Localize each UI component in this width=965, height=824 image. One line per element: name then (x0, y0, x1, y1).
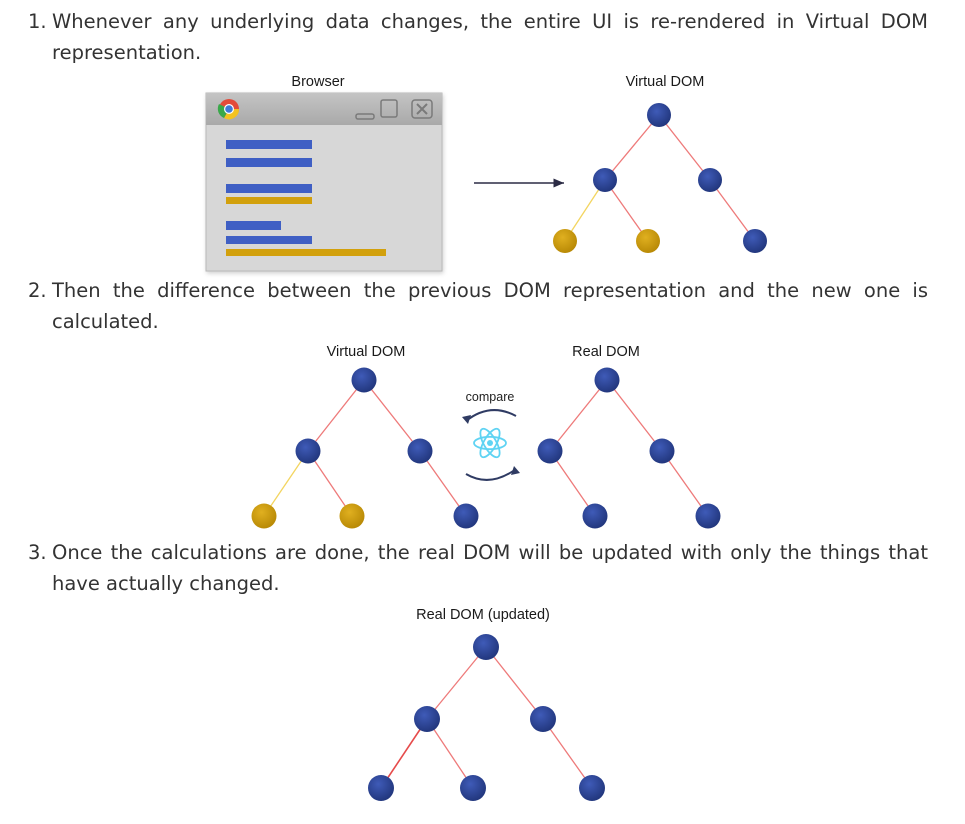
tree-node (295, 438, 321, 464)
real-dom-updated-label: Real DOM (updated) (416, 607, 550, 623)
real-dom-tree (537, 367, 721, 529)
chrome-icon (217, 99, 240, 120)
step-3: 3. Once the calculations are done, the r… (28, 537, 928, 599)
tree-node-changed (251, 503, 277, 529)
window-controls (355, 99, 433, 120)
tree-node (582, 503, 608, 529)
step-2-number: 2. (28, 279, 47, 302)
tree-node (695, 503, 721, 529)
tree-node (407, 438, 433, 464)
virtual-dom-label: Virtual DOM (327, 344, 406, 360)
close-icon (411, 99, 433, 119)
figure-2: Virtual DOM Real DOM compare (251, 344, 721, 529)
tree-node (453, 503, 479, 529)
browser-content-bars (226, 140, 386, 256)
tree-node (743, 229, 767, 253)
step-3-text: Once the calculations are done, the real… (52, 541, 928, 595)
figure-1: Browser Virtual DOM (205, 74, 767, 272)
step-3-number: 3. (28, 541, 47, 564)
step-1: 1. Whenever any underlying data changes,… (28, 6, 928, 68)
tree-node (414, 706, 440, 732)
compare-label: compare (466, 390, 515, 404)
step-2-text: Then the difference between the previous… (52, 279, 928, 333)
step-1-text: Whenever any underlying data changes, th… (52, 10, 928, 64)
compare-arrows-icon (462, 409, 520, 481)
tree-node (649, 438, 675, 464)
tree-node-changed (636, 229, 660, 253)
minimize-icon (355, 113, 375, 120)
virtual-dom-label: Virtual DOM (626, 74, 705, 90)
virtual-dom-tree (553, 103, 767, 253)
tree-node (579, 775, 605, 801)
tree-node (530, 706, 556, 732)
tree-node (698, 168, 722, 192)
step-2: 2. Then the difference between the previ… (28, 275, 928, 337)
react-logo-icon (473, 427, 507, 459)
real-dom-updated-tree (368, 634, 605, 801)
tree-node (537, 438, 563, 464)
tree-node (368, 775, 394, 801)
tree-node (594, 367, 620, 393)
figure-3: Real DOM (updated) (368, 607, 605, 801)
virtual-dom-tree (251, 367, 479, 529)
browser-label: Browser (291, 74, 344, 90)
step-1-number: 1. (28, 10, 47, 33)
real-dom-label: Real DOM (572, 344, 640, 360)
tree-node (647, 103, 671, 127)
tree-node-changed (339, 503, 365, 529)
tree-node (473, 634, 499, 660)
tree-node (351, 367, 377, 393)
browser-title-bar (206, 93, 442, 125)
tree-node-changed (553, 229, 577, 253)
tree-node (460, 775, 486, 801)
maximize-icon (380, 99, 398, 118)
tree-node (593, 168, 617, 192)
